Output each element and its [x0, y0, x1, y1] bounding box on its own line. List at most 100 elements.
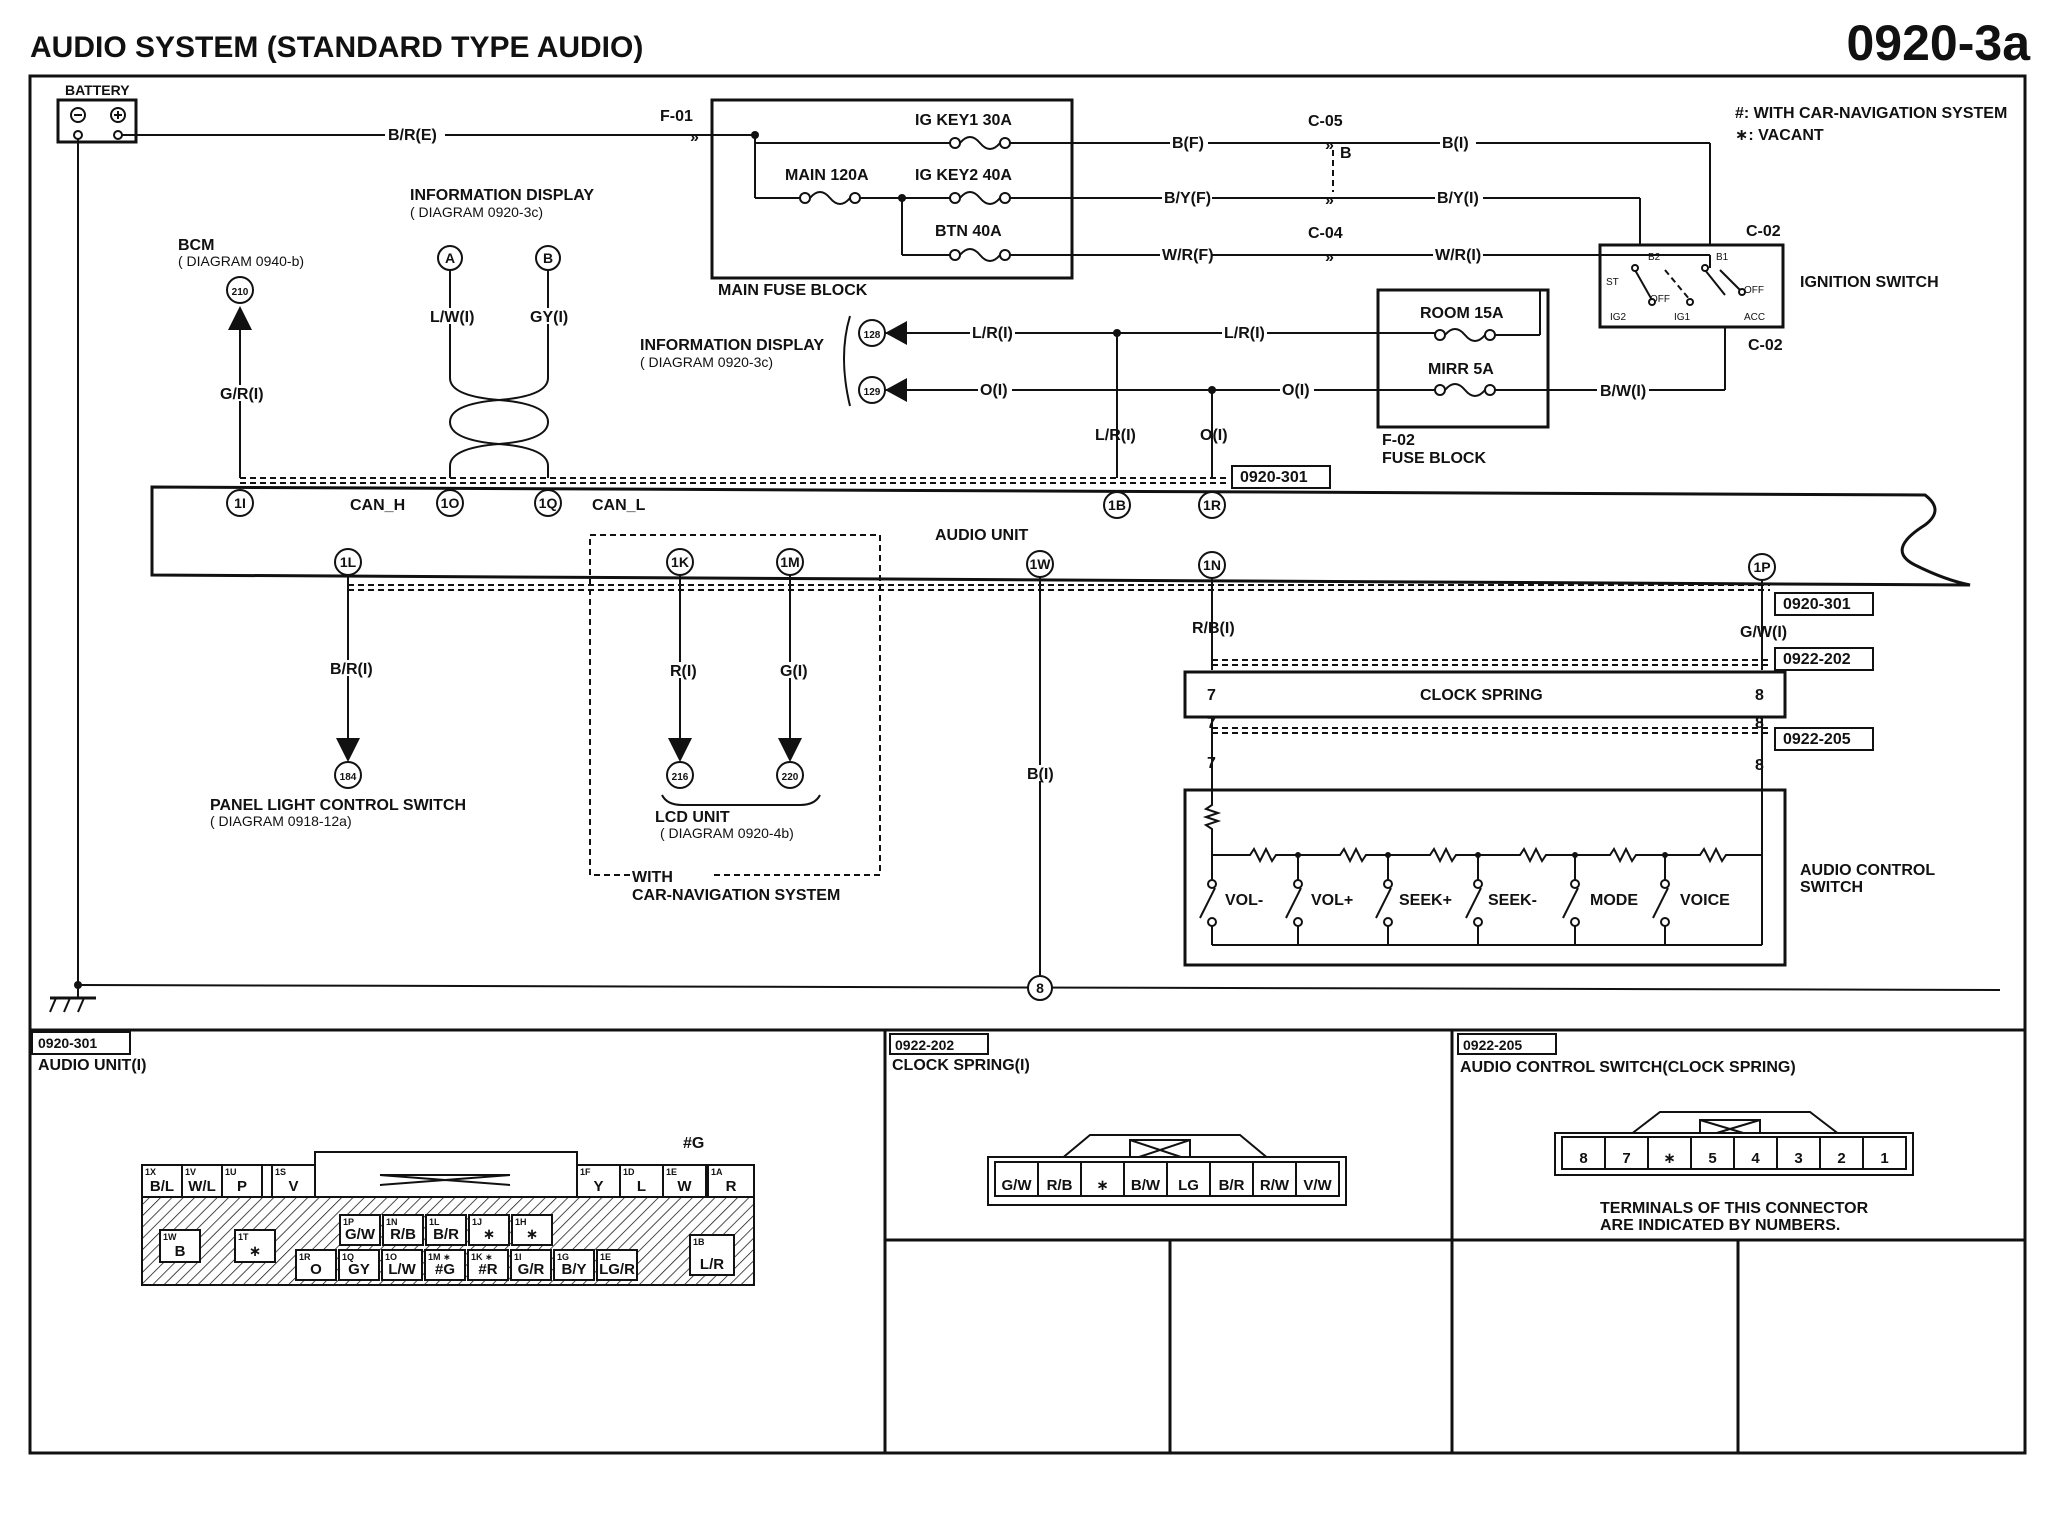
terminal-color: W — [677, 1178, 692, 1195]
terminal-1s: 1SV — [271, 1164, 316, 1198]
terminal-1w: 1WB — [159, 1229, 201, 1263]
ignition-switch: C-02 C-02 B2 B1 ST OFF OFF IG2 IG1 ACC I… — [1598, 223, 1939, 354]
audio-unit-body — [150, 485, 1971, 587]
audio-control-switch — [1183, 788, 1787, 967]
terminal-1k-bot: 1K ∗#R — [467, 1249, 509, 1281]
terminal-pin: 1P — [343, 1217, 354, 1227]
terminal-color: B/Y — [561, 1261, 586, 1278]
terminal-pin: 1W — [163, 1232, 177, 1242]
wire-label-rb-i: R/B(I) — [1192, 620, 1235, 637]
can-l-label: CAN_L — [592, 497, 646, 514]
terminal-pin: 1V — [185, 1167, 196, 1177]
audio-switch-terminal: 1 — [1862, 1136, 1907, 1170]
wire-label-by-f: B/Y(F) — [1164, 190, 1211, 207]
clock-spring — [1183, 670, 1787, 719]
audio-unit-top-pins: 1I 1O 1Q 1B 1R — [226, 489, 1226, 519]
terminal-1l: 1LB/R — [425, 1214, 467, 1246]
terminal-color: R/B — [390, 1226, 416, 1243]
svg-text:OFF: OFF — [1744, 285, 1764, 296]
terminal-color: L — [637, 1178, 646, 1195]
terminal-color: L/W — [388, 1261, 416, 1278]
wire-label-wr-i: W/R(I) — [1435, 247, 1481, 264]
terminal-1m-bot: 1M ∗#G — [424, 1249, 466, 1281]
svg-text:1O: 1O — [441, 495, 460, 511]
wire-label-br-i: B/R(I) — [330, 661, 373, 678]
terminal-1x: 1XB/L — [141, 1164, 183, 1198]
terminal-color: B/R — [433, 1226, 459, 1243]
terminal-color: ∗ — [526, 1226, 539, 1243]
terminal-color: 5 — [1708, 1150, 1716, 1167]
terminal-1i-bot: 1IG/R — [510, 1249, 552, 1281]
wire-label-gy-i: GY(I) — [530, 309, 568, 326]
fuse-ig-key2-label: IG KEY2 40A — [915, 167, 1012, 184]
terminal-1d: 1DL — [619, 1164, 664, 1198]
svg-text:B1: B1 — [1716, 252, 1729, 263]
wire-label-g-i: G(I) — [780, 663, 808, 680]
terminal-pin: 1E — [600, 1252, 611, 1262]
terminal-pin: 1R — [299, 1252, 311, 1262]
audio-control-switch-label-1: AUDIO CONTROL — [1800, 862, 1935, 879]
f02-label: FUSE BLOCK — [1382, 450, 1486, 467]
terminal-pin: 1F — [580, 1167, 591, 1177]
svg-text:1R: 1R — [1203, 497, 1221, 513]
terminal-pin: 1T — [238, 1232, 249, 1242]
with-nav-label-1: WITH — [632, 869, 673, 886]
fuse-ig-key1: IG KEY1 30A — [915, 112, 1012, 150]
terminal-color: ∗ — [483, 1226, 496, 1243]
terminal-1t: 1T∗ — [234, 1229, 276, 1263]
terminal-color: R/B — [1047, 1177, 1073, 1194]
audio-unit-conn-code: 0920-301 — [38, 1035, 97, 1051]
terminal-color: R — [726, 1178, 737, 1195]
audio-switch-note-2: ARE INDICATED BY NUMBERS. — [1600, 1217, 1840, 1234]
clock-spring-terminal: B/W — [1123, 1161, 1168, 1197]
main-fuse-block — [710, 98, 1074, 280]
terminal-1u: 1UP — [221, 1164, 263, 1198]
wire-label-br-e: B/R(E) — [388, 127, 437, 144]
terminal-pin: 1E — [666, 1167, 677, 1177]
page-frame — [28, 74, 2027, 1455]
battery-label: BATTERY — [65, 82, 130, 98]
audio-switches: VOL- VOL+ SEEK+ SEEK- MODE VOICE — [1199, 852, 1763, 946]
audio-unit-label: AUDIO UNIT — [935, 527, 1029, 544]
connector-ref-301: 0920-301 — [1240, 469, 1308, 486]
svg-text:»: » — [690, 129, 699, 146]
audio-switch-terminal: 4 — [1733, 1136, 1778, 1170]
connector-c02-bottom: C-02 — [1748, 337, 1783, 354]
svg-text:8: 8 — [1755, 757, 1764, 774]
terminal-color: G/W — [345, 1226, 376, 1243]
terminal-1e: 1EW — [662, 1164, 707, 1198]
switch-seek-minus: SEEK- — [1488, 892, 1537, 909]
f02-code: F-02 — [1382, 432, 1415, 449]
connector-f01: F-01 — [660, 108, 693, 125]
terminal-color: B/W — [1131, 1177, 1161, 1194]
audio-unit-connector-view: 0920-301 AUDIO UNIT(I) #G — [31, 1031, 755, 1286]
with-nav-label-2: CAR-NAVIGATION SYSTEM — [632, 887, 840, 904]
fuse-main: MAIN 120A — [785, 167, 869, 205]
connector-c02-top: C-02 — [1746, 223, 1781, 240]
wire-label-o-3: O(I) — [1200, 427, 1228, 444]
svg-text:»: » — [1325, 192, 1334, 209]
page-title: AUDIO SYSTEM (STANDARD TYPE AUDIO) — [30, 31, 643, 64]
terminal-color: #R — [478, 1261, 497, 1278]
diagram-code: 0920-3a — [1847, 15, 2032, 71]
clock-spring-connector-view: 0922-202 CLOCK SPRING(I) — [889, 1033, 1273, 1161]
terminal-pin: 1X — [145, 1167, 156, 1177]
wire-label-lr-3: L/R(I) — [1095, 427, 1136, 444]
terminal-pin: 1G — [557, 1252, 569, 1262]
svg-text:220: 220 — [782, 772, 799, 783]
terminal-pin: 1J — [472, 1217, 482, 1227]
switch-mode: MODE — [1590, 892, 1638, 909]
svg-text:»: » — [1325, 137, 1334, 154]
terminal-color: G/W — [1002, 1177, 1033, 1194]
info-display-label: INFORMATION DISPLAY — [410, 187, 594, 204]
panel-light-label: PANEL LIGHT CONTROL SWITCH — [210, 797, 466, 814]
audio-switch-conn-title: AUDIO CONTROL SWITCH(CLOCK SPRING) — [1460, 1059, 1796, 1076]
terminal-color: P — [237, 1178, 247, 1195]
audio-switch-terminal: 5 — [1690, 1136, 1735, 1170]
wire-label-by-i: B/Y(I) — [1437, 190, 1479, 207]
svg-text:»: » — [1325, 249, 1334, 266]
battery: BATTERY — [56, 82, 138, 144]
terminal-color: GY — [348, 1261, 370, 1278]
terminal-pin: 1L — [429, 1217, 440, 1227]
terminal-color: #G — [435, 1261, 455, 1278]
